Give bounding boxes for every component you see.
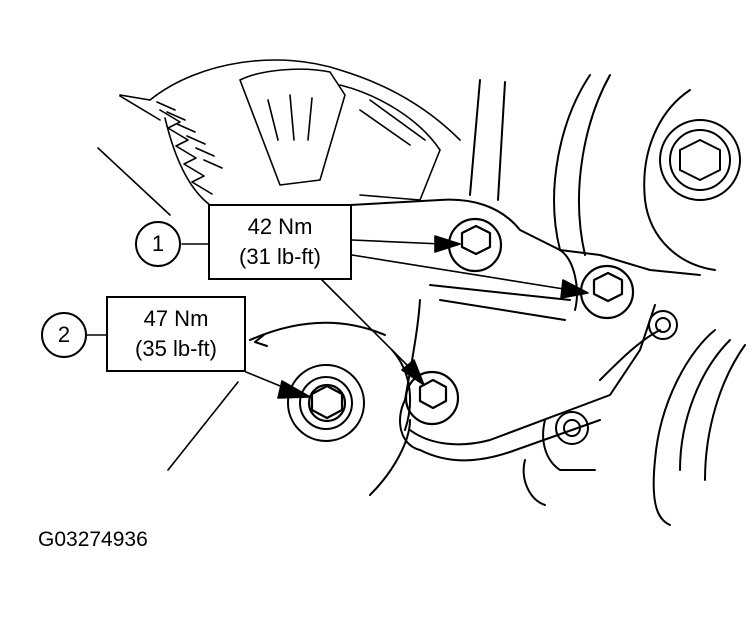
hex-bolt-icon [579,264,635,320]
callout-leaders [86,243,209,336]
torque-imperial-label: (35 lb-ft) [135,336,217,361]
hex-bolt-icon [404,370,460,426]
pulley-arcs [553,74,746,526]
small-bosses [522,310,678,506]
background-leader-lines [97,95,239,471]
pointer-arrow-icon [351,235,461,253]
torque-metric-label: 47 Nm [143,306,209,331]
callout-number-2: 2 [41,312,87,358]
torque-metric-label: 42 Nm [247,214,313,239]
figure-id-label: G03274936 [38,528,148,551]
torque-imperial-label: (31 lb-ft) [239,244,321,269]
bracket-body [349,79,701,462]
pointer-arrow-icon [321,279,425,386]
callout-number-1: 1 [135,221,181,267]
torque-callout-box-2: 47 Nm (35 lb-ft) [106,296,246,372]
pointer-arrow-icon [245,371,311,399]
pointer-arrow-icon [351,254,589,299]
gear-teeth [119,59,461,212]
hex-bolt-icon [307,383,347,423]
torque-callout-box-1: 42 Nm (31 lb-ft) [208,204,352,280]
